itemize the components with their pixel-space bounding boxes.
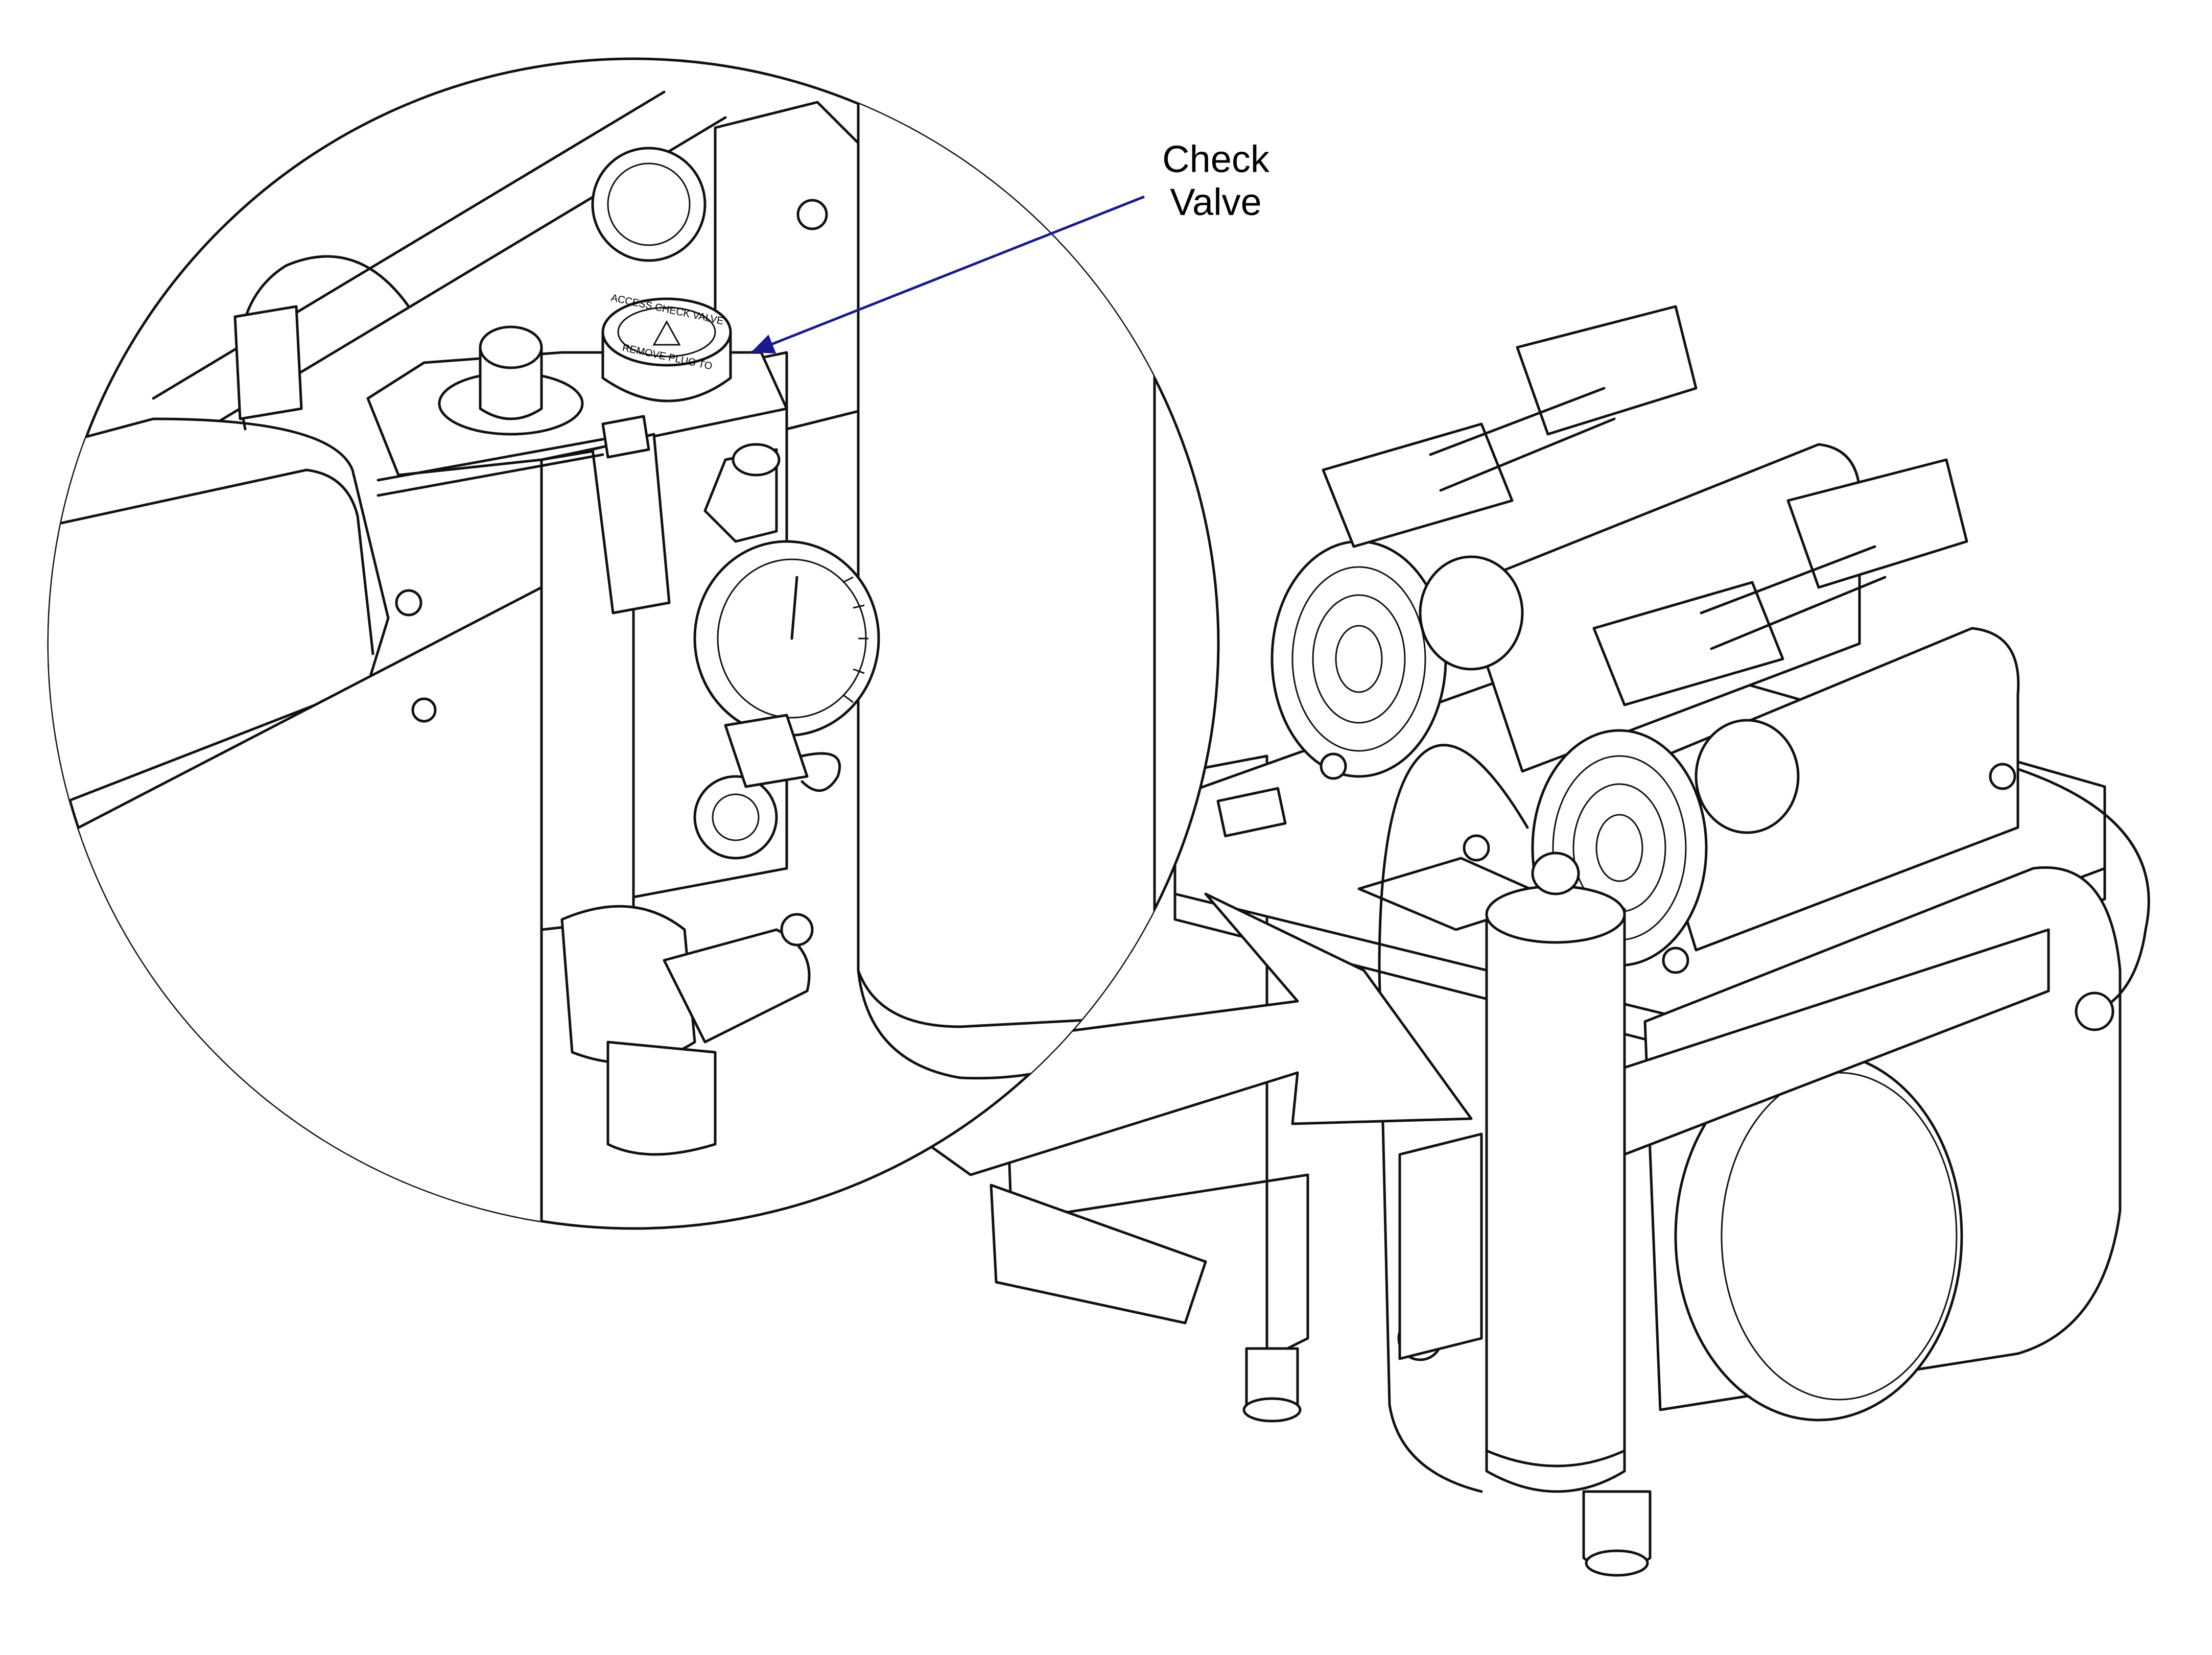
front-pump-head-right [1786,458,1968,589]
dryer-top-fitting [1531,852,1580,895]
rear-pump-head-left [1322,422,1514,548]
front-pump [1531,458,2020,967]
front-pump-head-left [1592,581,1784,706]
check-valve-leader-arrow [750,195,1145,354]
lower-manifold [1398,1132,1483,1360]
detail-tank-bottom-curve [857,969,1156,1028]
rear-pump-rods [1429,387,1616,492]
left-cover [49,417,390,829]
rear-fan-ring-2 [1312,594,1406,724]
top-cap-dome [479,325,543,369]
sight-port-inner [607,162,691,246]
check-valve-plug-face-inner [617,306,716,358]
check-valve-triangle-icon [652,320,681,346]
dryer-hose [1378,744,1529,1493]
relief-valve-pull-ring [801,752,841,792]
cabinet-screw-1 [411,697,437,723]
front-pump-filter [1695,719,1800,834]
left-cover-edge [49,468,374,655]
dryer-cylinder [1485,894,1626,1493]
elbow-fitting-end [732,443,781,477]
hose-to-left [376,438,604,497]
relief-valve-body [724,714,809,788]
check-valve-label-line1: Check [1162,138,1269,180]
front-pump-motor [1638,627,2020,952]
front-pump-rods [1700,545,1887,650]
left-foot [1242,1397,1302,1423]
detail-tank-wall [857,59,1156,1080]
deck-bolt-3 [1662,947,1689,974]
right-foot [1585,1549,1649,1577]
connector-plate [1216,787,1287,838]
pressure-gauge-body [693,540,880,737]
check-valve-plug: ACCESS CHECK VALVE REMOVE PLUG TO [601,292,732,403]
check-valve-label: Check Valve [1114,138,1318,224]
right-hose [1991,760,2150,1018]
rear-box-pin [796,199,828,230]
relief-valve-ring [693,775,778,860]
cabinet-lower-skirt [990,1184,1207,1325]
deck-bolt-1 [1320,752,1347,780]
dryer-bottom-rim [1485,1449,1626,1468]
pressure-gauge-ticks [842,576,868,703]
front-fan-ring-3 [1595,814,1643,882]
rear-fan-ring-3 [1335,625,1383,693]
deck-bolt-2 [1989,763,2016,790]
cabinet-screw-2 [395,589,422,617]
pressure-gauge-needle [790,576,798,640]
rear-fan-ring-1 [1291,566,1426,752]
lower-drain [606,1041,717,1156]
relief-valve-ring-inner [712,793,760,841]
check-valve-label-line2: Valve [1170,181,1262,223]
rear-pump-filter [1419,555,1524,671]
hose-fitting-right [2075,991,2114,1031]
deck-bolt-4 [1463,834,1490,862]
upper-left-fitting [233,305,303,420]
check-valve-plug-face [601,297,732,367]
sight-port [591,147,707,262]
rear-pump-fan-guard [1270,540,1447,778]
magnifier-pointer [862,892,1473,1176]
hex-fitting-top [601,415,650,459]
magnified-detail: ACCESS CHECK VALVE REMOVE PLUG TO [47,57,1220,1230]
rear-pump-head-right [1516,305,1698,436]
pressure-gauge [693,540,880,737]
lower-valve-pin [780,913,814,947]
